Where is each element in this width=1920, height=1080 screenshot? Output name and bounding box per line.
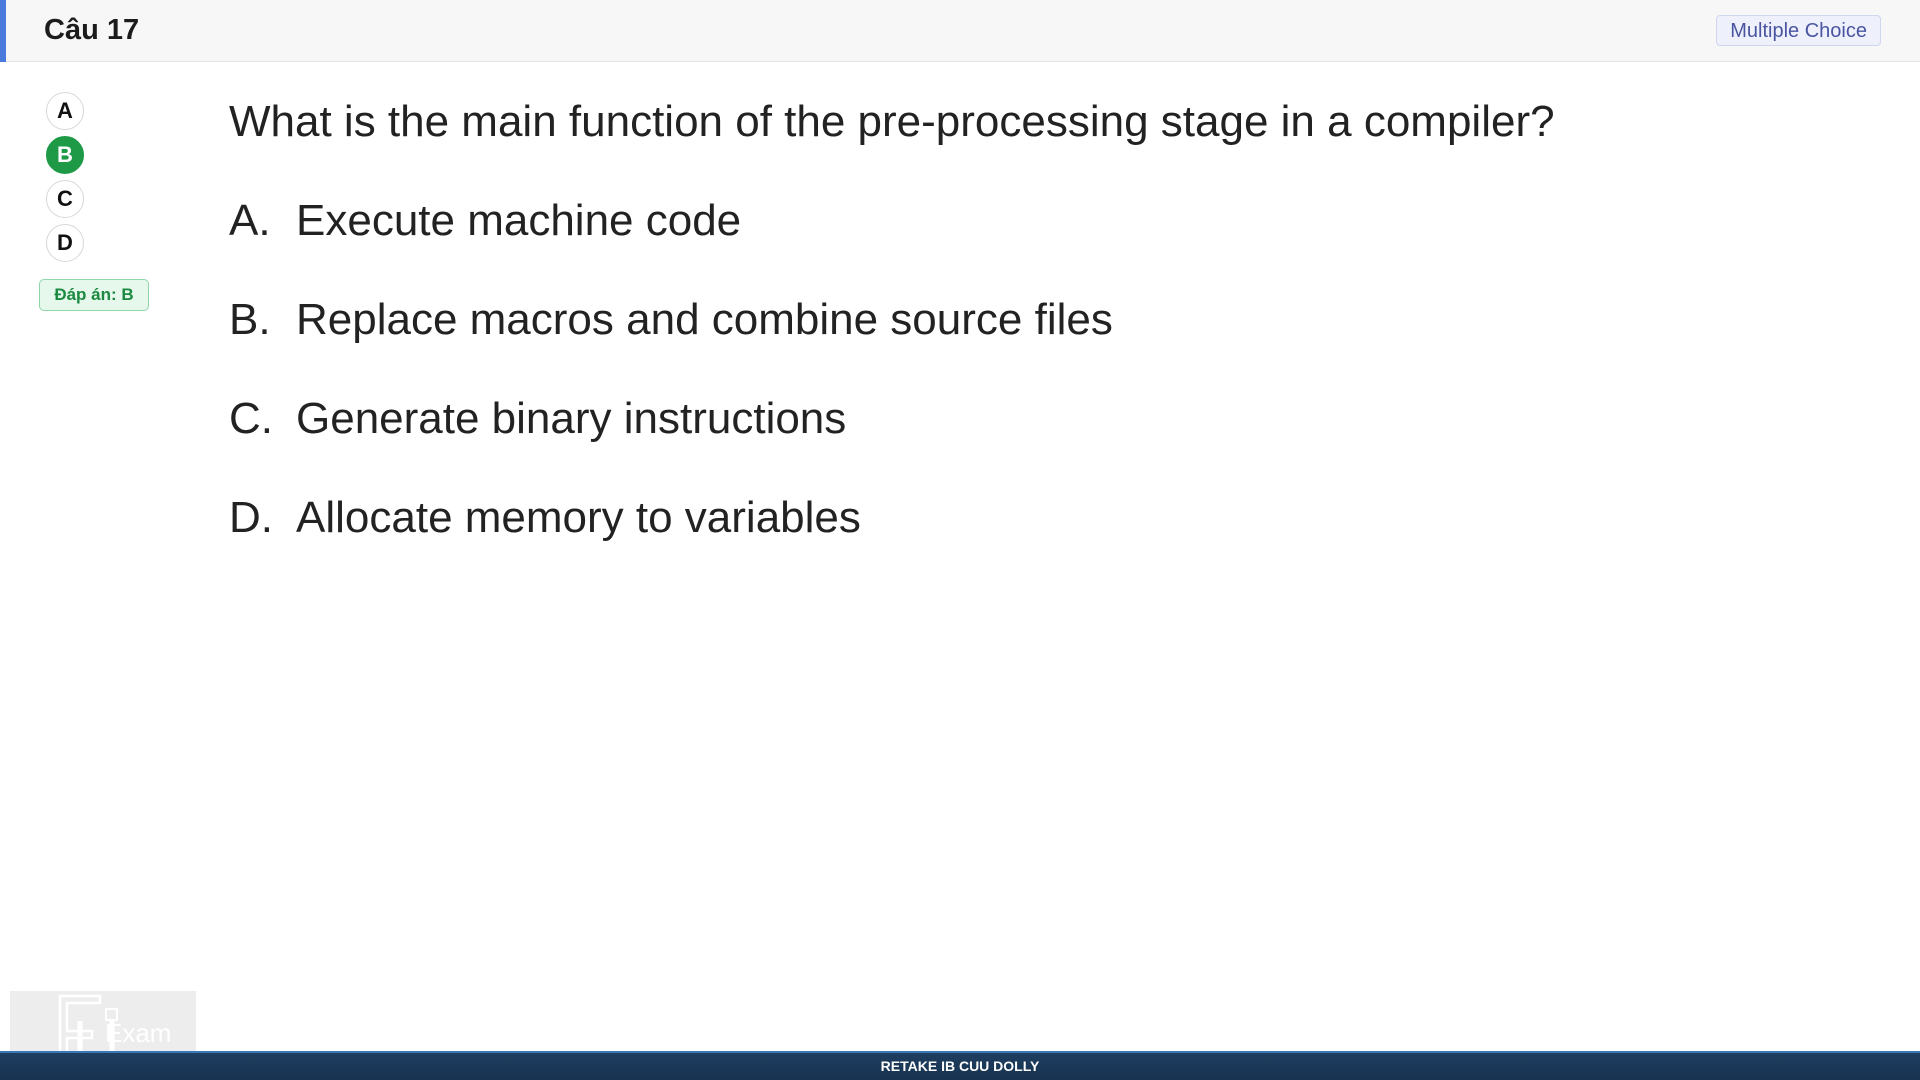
- question-text: What is the main function of the pre-pro…: [229, 97, 1555, 146]
- header-accent-bar: [0, 0, 6, 62]
- option-a: A. Execute machine code: [229, 193, 1829, 249]
- choice-button-a[interactable]: A: [46, 92, 84, 130]
- question-slide: What is the main function of the pre-pro…: [229, 94, 1829, 589]
- answer-badge: Đáp án: B: [39, 279, 149, 311]
- question-header: Câu 17 Multiple Choice: [0, 0, 1920, 62]
- option-letter: A.: [229, 196, 271, 245]
- logo-text: Exam: [105, 1018, 171, 1048]
- choice-selector: A B C D: [46, 92, 86, 268]
- choice-button-c[interactable]: C: [46, 180, 84, 218]
- option-text: Execute machine code: [296, 196, 742, 245]
- option-letter: C.: [229, 394, 273, 443]
- question-type-badge: Multiple Choice: [1716, 15, 1881, 46]
- option-letter: B.: [229, 295, 271, 344]
- option-d: D. Allocate memory to variables: [229, 490, 1829, 546]
- footer-bar: RETAKE IB CUU DOLLY: [0, 1051, 1920, 1080]
- question-number: Câu 17: [44, 14, 140, 46]
- option-text: Allocate memory to variables: [296, 493, 861, 542]
- option-text: Replace macros and combine source files: [296, 295, 1113, 344]
- choice-button-b[interactable]: B: [46, 136, 84, 174]
- option-c: C. Generate binary instructions: [229, 391, 1829, 447]
- option-text: Generate binary instructions: [296, 394, 847, 443]
- choice-button-d[interactable]: D: [46, 224, 84, 262]
- option-letter: D.: [229, 493, 273, 542]
- option-b: B. Replace macros and combine source fil…: [229, 292, 1829, 348]
